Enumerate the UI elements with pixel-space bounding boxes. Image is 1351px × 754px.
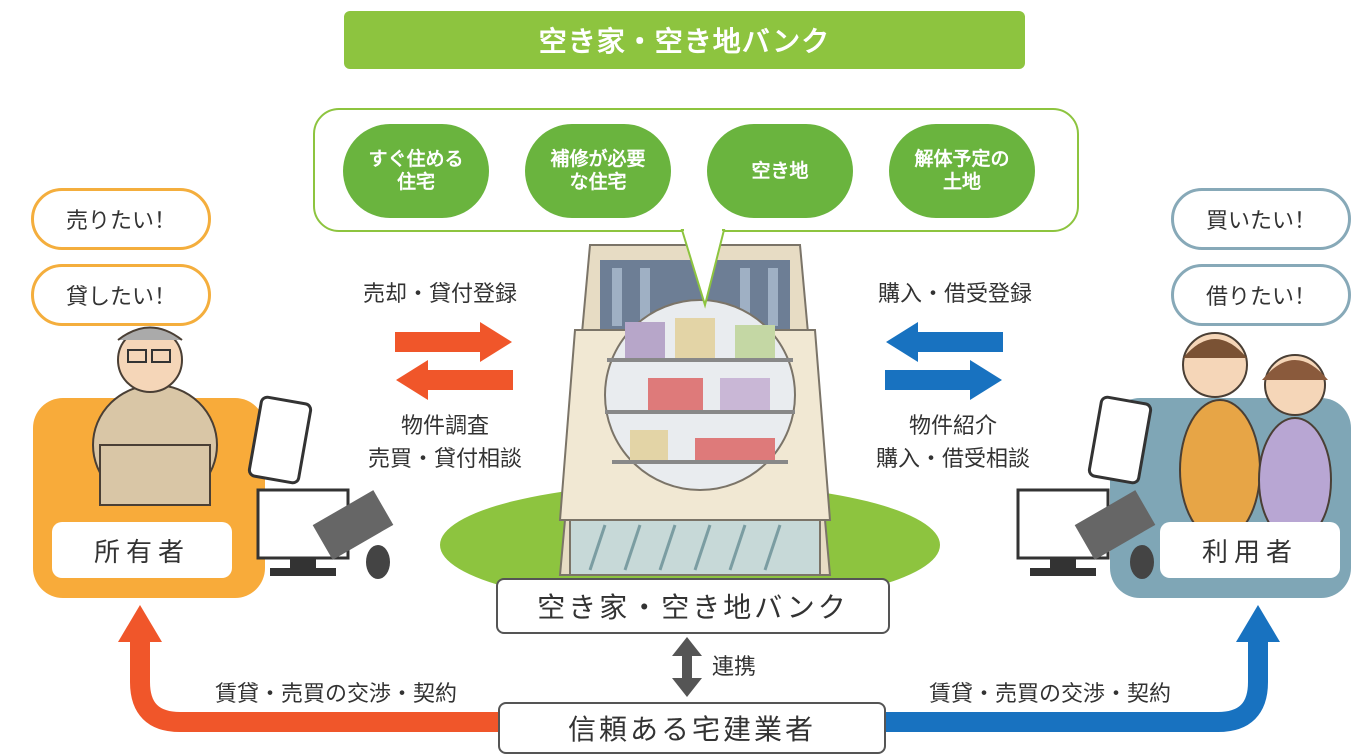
owner-consult-text: 物件調査 売買・貸付相談 <box>367 414 522 472</box>
owner-devices-icon <box>247 395 394 579</box>
owner-person-icon <box>92 326 218 506</box>
user-negotiation-text: 賃貸・売買の交渉・契約 <box>928 682 1171 707</box>
link-double-arrow-icon <box>672 637 702 697</box>
owner-negotiation-text: 賃貸・売買の交渉・契約 <box>214 682 457 707</box>
category-repair-house: 補修が必要 な住宅 <box>525 124 671 218</box>
owner-register-arrow-icon <box>395 322 512 362</box>
owner-consult-arrow-icon <box>396 360 513 400</box>
category-vacant-land: 空き地 <box>707 124 853 218</box>
user-couple-icon <box>1179 332 1332 543</box>
user-register-text: 購入・借受登録 <box>877 282 1032 307</box>
category-ready-house: すぐ住める 住宅 <box>343 124 489 218</box>
user-label: 利用者 <box>1160 522 1340 578</box>
user-wish-buy: 買いたい！ <box>1171 188 1351 250</box>
owner-register-text: 売却・貸付登録 <box>362 282 517 307</box>
user-consult-arrow-icon <box>885 360 1002 400</box>
owner-wish-sell: 売りたい！ <box>31 188 211 250</box>
owner-label: 所有者 <box>52 522 232 578</box>
user-devices-icon <box>1016 395 1156 579</box>
dealer-label: 信頼ある宅建業者 <box>498 702 886 754</box>
page-title: 空き家・空き地バンク <box>344 11 1025 69</box>
owner-wish-lend: 貸したい！ <box>31 264 211 326</box>
user-register-arrow-icon <box>886 322 1003 362</box>
bank-label: 空き家・空き地バンク <box>496 578 890 634</box>
owner-negotiation-arrow-icon <box>130 638 498 732</box>
category-demolition-land: 解体予定の 土地 <box>889 124 1035 218</box>
user-consult-text: 物件紹介 購入・借受相談 <box>875 414 1030 472</box>
link-label: 連携 <box>712 655 757 680</box>
user-wish-rent: 借りたい！ <box>1171 264 1351 326</box>
user-negotiation-arrow-icon <box>886 638 1268 732</box>
building-icon <box>558 244 832 576</box>
